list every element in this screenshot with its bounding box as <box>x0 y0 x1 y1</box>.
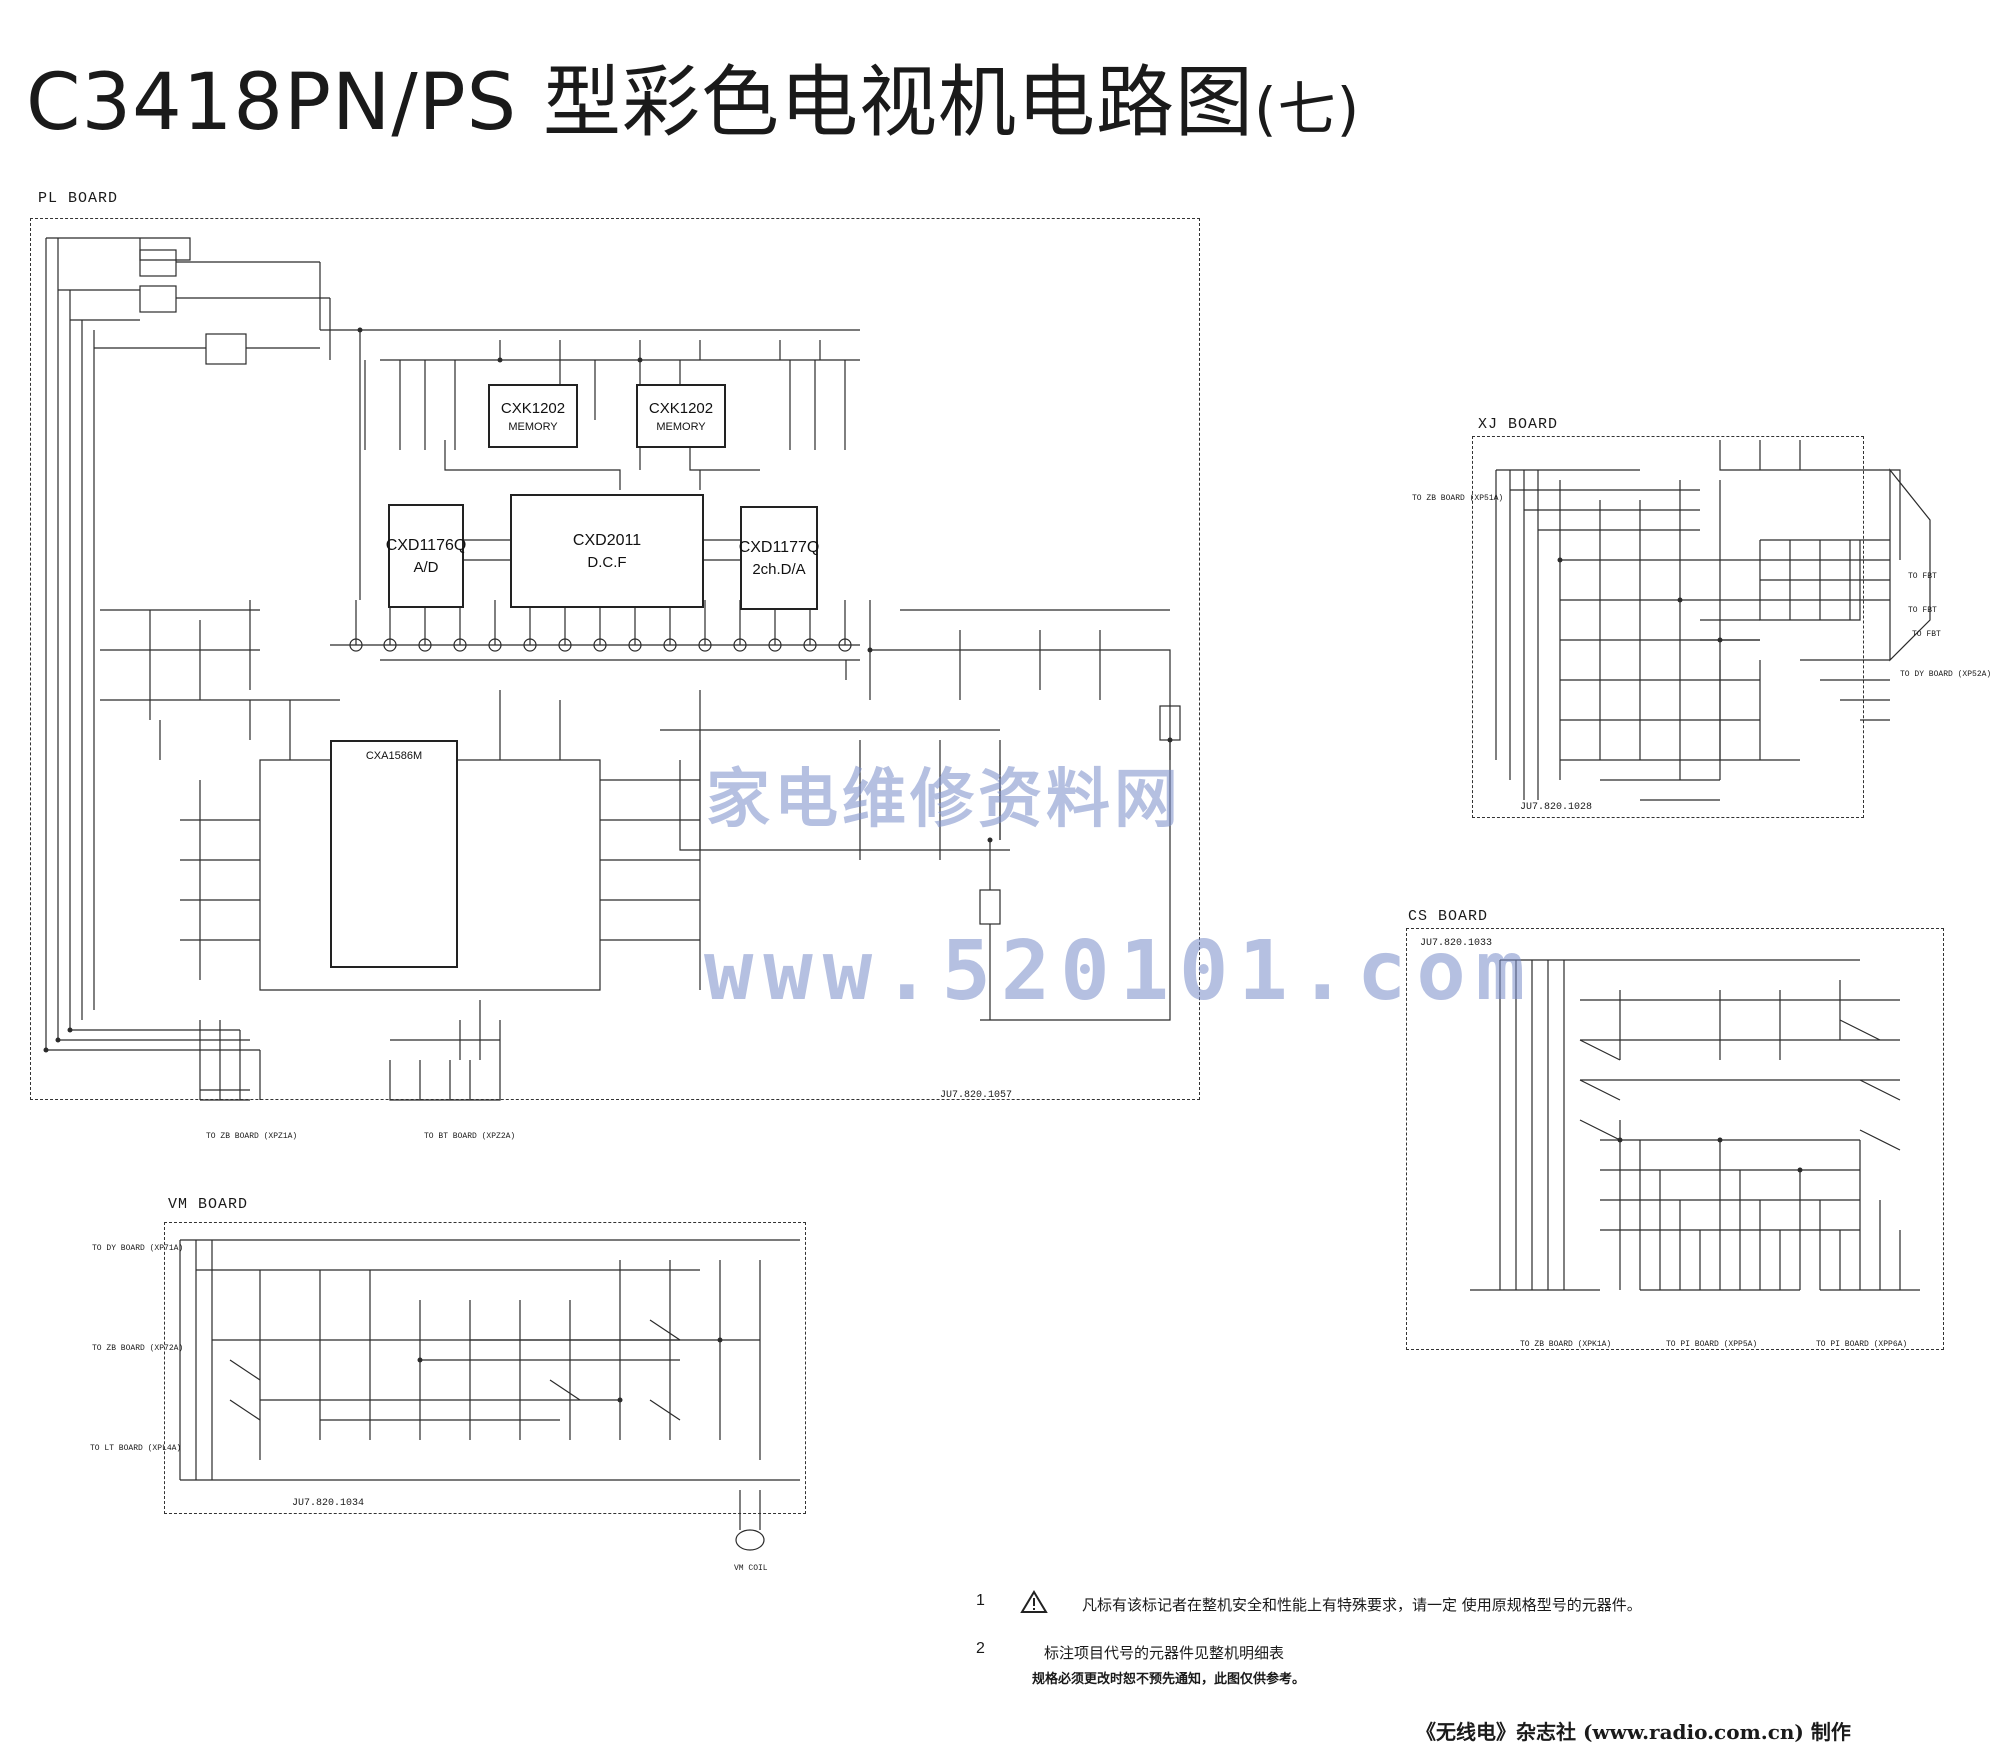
watermark-url: www.520101.com <box>704 924 1536 1019</box>
note-1-number: 1 <box>976 1592 985 1609</box>
xj-board-label: XJ BOARD <box>1478 416 1559 433</box>
pl-connector-zb: TO ZB BOARD (XPZ1A) <box>206 1132 298 1141</box>
warning-triangle-icon <box>1020 1590 1048 1613</box>
vm-board-frame <box>164 1222 806 1514</box>
vm-connector-lt: TO LT BOARD (XPL4A) <box>90 1444 182 1453</box>
page-title: C3418PN/PS 型彩色电视机电路图(七) <box>26 40 1360 152</box>
ic-cxd2011: CXD2011 D.C.F <box>510 494 704 608</box>
ic-name: CXD1176Q <box>385 536 467 554</box>
ic-function: MEMORY <box>656 420 706 433</box>
ic-cxa1586m: CXA1586M <box>330 740 458 968</box>
vm-board-label: VM BOARD <box>168 1196 249 1213</box>
xj-connector-dy: TO DY BOARD (XP52A) <box>1900 670 1991 679</box>
vm-connector-dy: TO DY BOARD (XP71A) <box>92 1244 184 1253</box>
pl-connector-bt: TO BT BOARD (XPZ2A) <box>424 1132 516 1141</box>
note-2-text: 标注项目代号的元器件见整机明细表 <box>1044 1644 1285 1662</box>
cs-connector-pi-6: TO PI BOARD (XPP6A) <box>1816 1340 1908 1349</box>
pl-board-label: PL BOARD <box>38 190 119 207</box>
ic-cxd1177q: CXD1177Q 2ch.D/A <box>738 506 820 610</box>
cs-connector-zb: TO ZB BOARD (XPK1A) <box>1520 1340 1612 1349</box>
note-2-number: 2 <box>976 1640 985 1657</box>
xj-connector-fbt-2: TO FBT <box>1908 606 1937 615</box>
ic-name: CXA1586M <box>365 750 423 762</box>
ic-function: D.C.F <box>587 553 627 571</box>
ic-cxd1176q: CXD1176Q A/D <box>385 504 467 608</box>
xj-pcb-number: JU7.820.1028 <box>1520 802 1593 813</box>
ic-function: A/D <box>413 558 439 576</box>
ic-function: MEMORY <box>508 420 558 433</box>
vm-connector-coil: VM COIL <box>734 1564 768 1573</box>
xj-connector-fbt-1: TO FBT <box>1908 572 1937 581</box>
cs-board-frame <box>1406 928 1944 1350</box>
vm-connector-zb: TO ZB BOARD (XP72A) <box>92 1344 184 1353</box>
note-1-text: 凡标有该标记者在整机安全和性能上有特殊要求，请一定 使用原规格型号的元器件。 <box>1082 1596 1642 1614</box>
vm-pcb-number: JU7.820.1034 <box>292 1498 365 1509</box>
ic-name: CXD2011 <box>572 531 642 549</box>
xj-board-frame <box>1472 436 1864 818</box>
ic-cxk1202-right: CXK1202 MEMORY <box>636 384 726 448</box>
ic-name: CXK1202 <box>648 399 714 417</box>
publisher-credit: 《无线电》杂志社 (www.radio.com.cn) 制作 <box>1416 1720 1851 1744</box>
pl-board-frame <box>30 218 1200 1100</box>
ic-name: CXD1177Q <box>738 538 820 556</box>
title-main: C3418PN/PS 型彩色电视机电路图 <box>26 58 1254 148</box>
watermark-site-name: 家电维修资料网 <box>706 763 1182 837</box>
title-seq: (七) <box>1253 75 1361 143</box>
ic-function: 2ch.D/A <box>752 560 806 578</box>
revision-notice: 规格必须更改时恕不预先通知，此图仅供参考。 <box>1032 1672 1306 1687</box>
ic-name: CXK1202 <box>500 399 566 417</box>
xj-connector-fbt-3: TO FBT <box>1912 630 1941 639</box>
cs-connector-pi-5: TO PI BOARD (XPP5A) <box>1666 1340 1758 1349</box>
cs-pcb-number: JU7.820.1033 <box>1420 938 1493 949</box>
xj-connector-zb: TO ZB BOARD (XP51A) <box>1412 494 1504 503</box>
cs-board-label: CS BOARD <box>1408 908 1489 925</box>
pl-pcb-number: JU7.820.1057 <box>940 1090 1013 1101</box>
ic-cxk1202-left: CXK1202 MEMORY <box>488 384 578 448</box>
